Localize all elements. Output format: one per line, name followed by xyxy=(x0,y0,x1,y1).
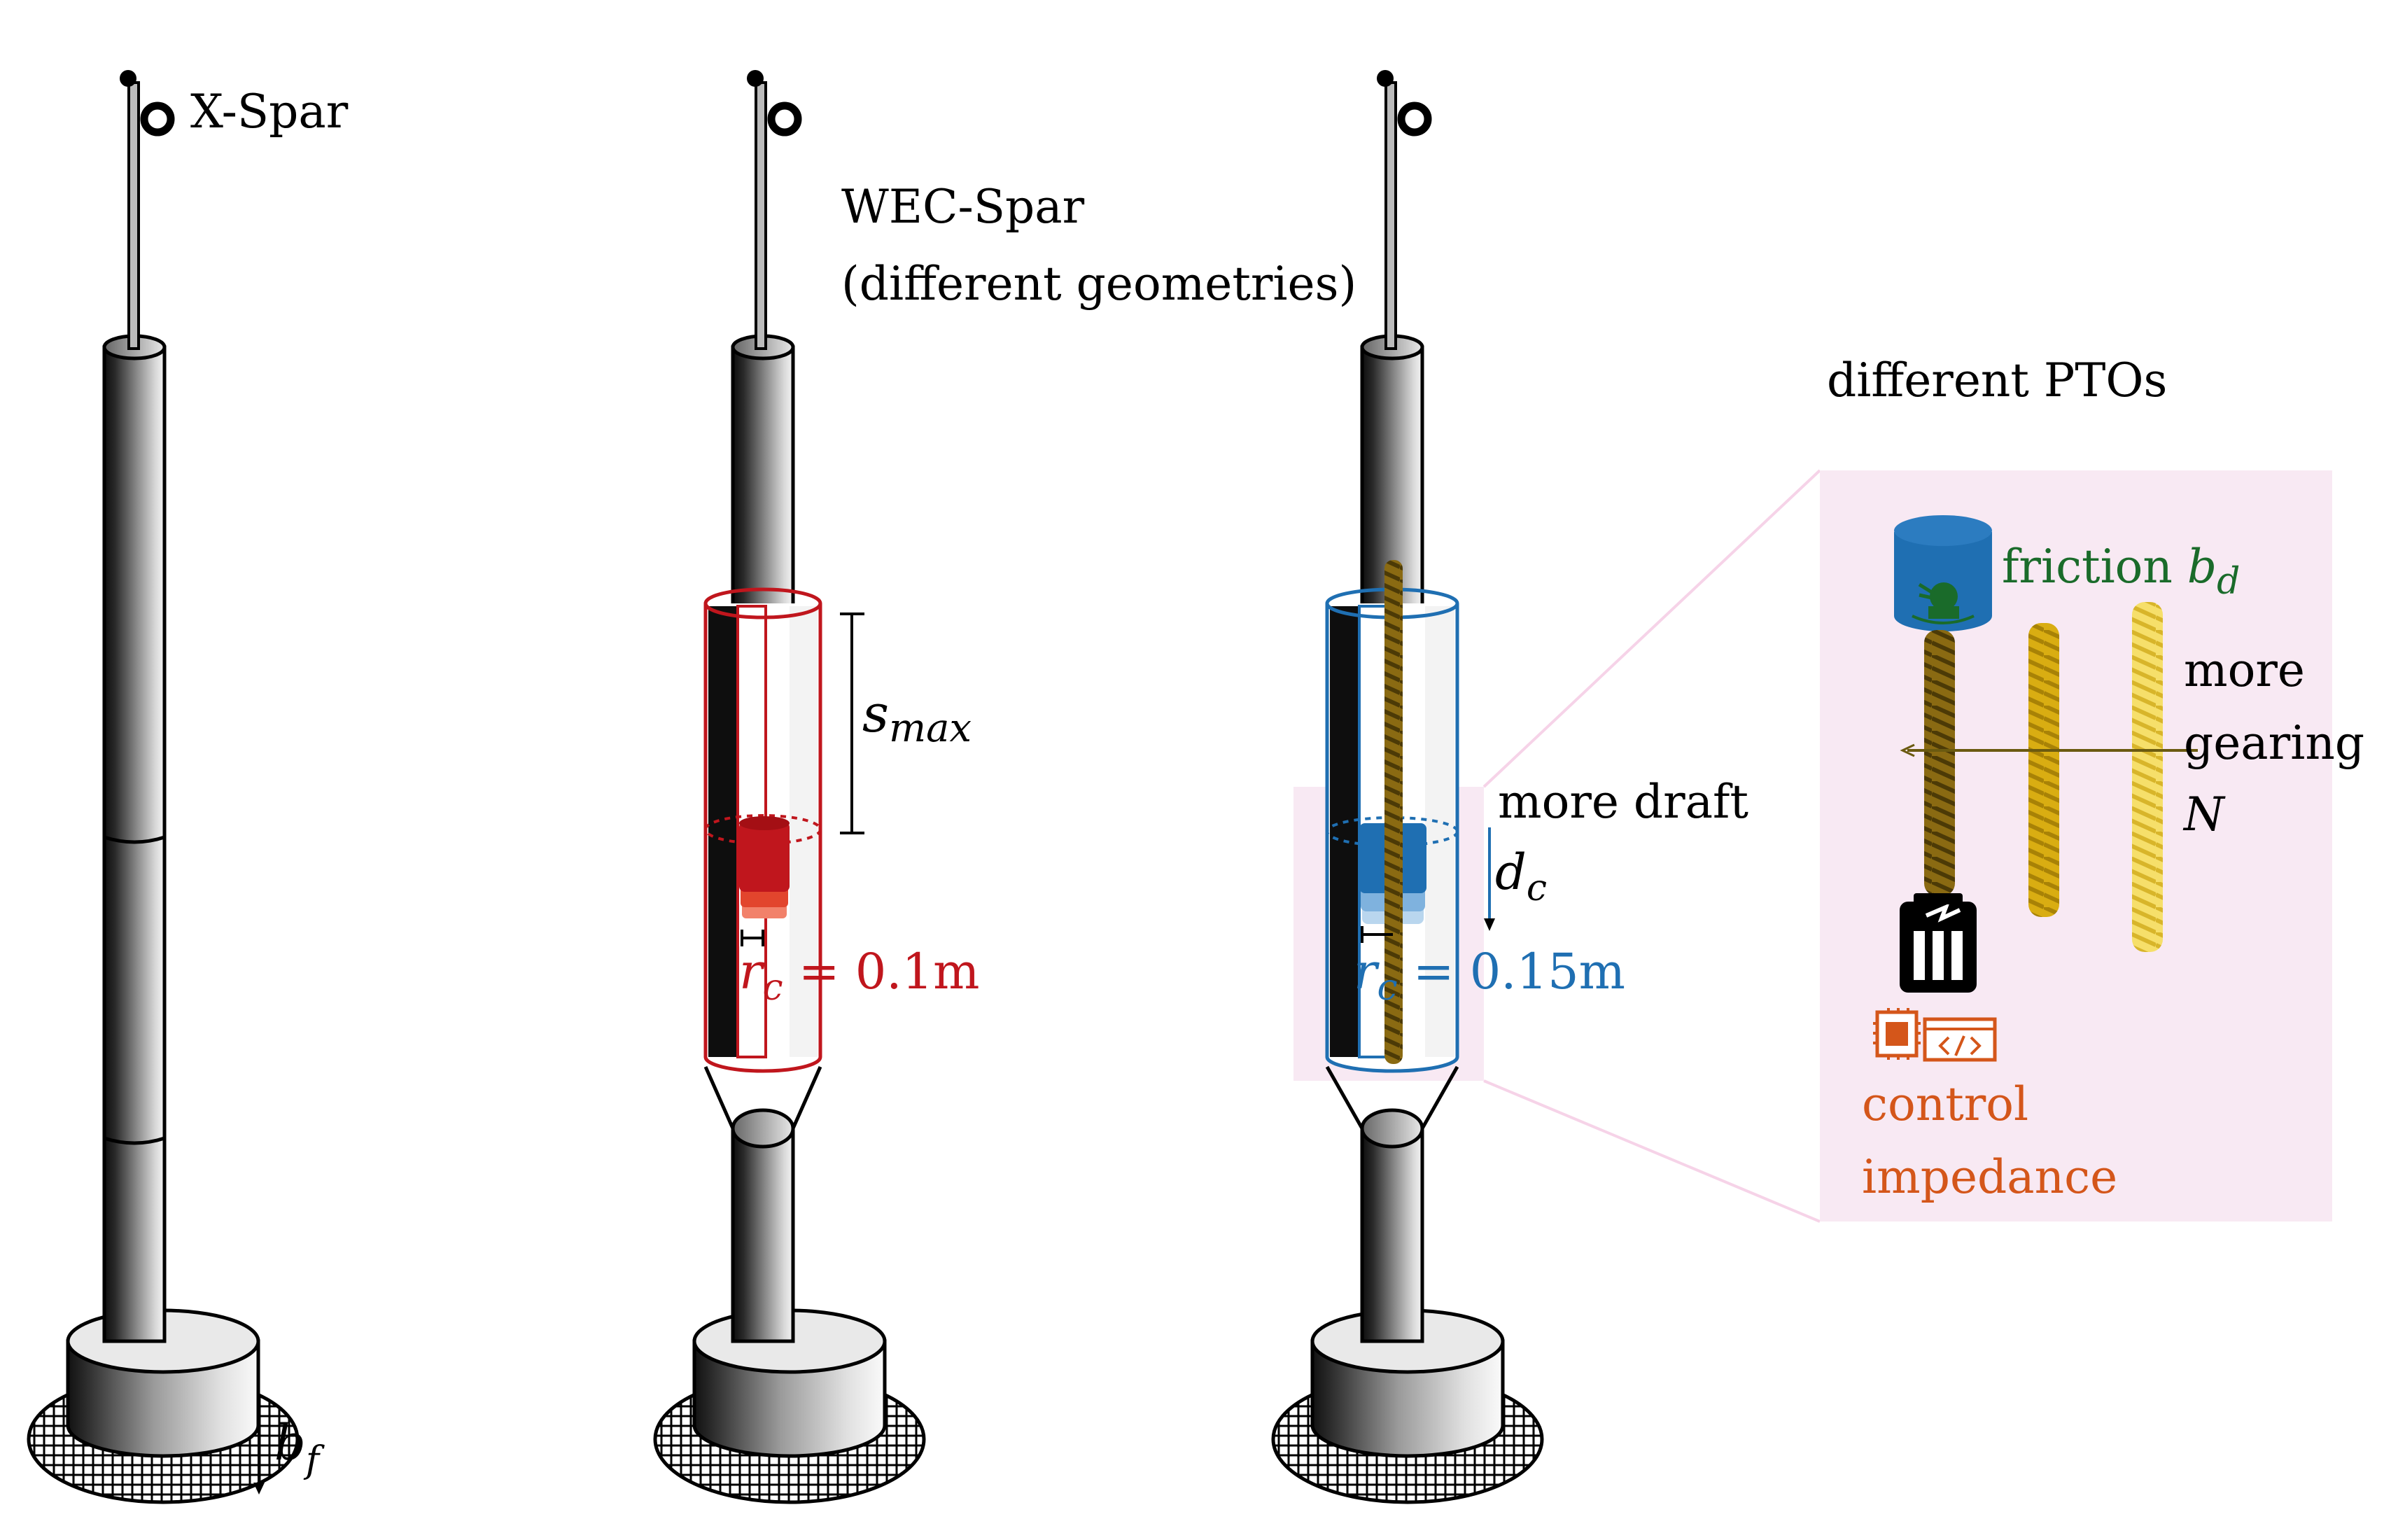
pto-panel xyxy=(1482,469,2332,1223)
friction-label: friction bd xyxy=(2002,540,2240,603)
gearing-line3: N xyxy=(2182,788,2226,841)
control-line1: control xyxy=(1862,1077,2028,1131)
wec-spar-red xyxy=(653,70,926,1504)
gearing-line1: more xyxy=(2184,643,2305,697)
rope-mid xyxy=(2028,623,2059,917)
piston xyxy=(739,822,790,892)
rope-light xyxy=(2132,602,2163,952)
main-column xyxy=(102,345,167,1343)
wec-housing-red xyxy=(703,587,822,1073)
controller-chip-icon xyxy=(1873,1008,1997,1062)
ptos-label: different PTOs xyxy=(1827,354,2167,407)
base-cylinder xyxy=(66,1339,260,1458)
smax-label: smax xyxy=(862,684,972,751)
wec-label-line2: (different geometries) xyxy=(841,257,1356,311)
xspar-label: X-Spar xyxy=(190,85,349,139)
bf-label: bf xyxy=(274,1414,325,1481)
wec-housing-blue xyxy=(1325,560,1459,1073)
control-line2: impedance xyxy=(1862,1150,2117,1204)
x-spar xyxy=(27,70,300,1504)
wec-spar-blue xyxy=(1271,70,1544,1504)
generator-icon xyxy=(1900,893,1977,993)
smax-bracket xyxy=(840,612,864,834)
mast-tip xyxy=(120,70,136,87)
mast xyxy=(127,81,140,350)
motor-icon xyxy=(1894,515,1992,631)
rc-red-label: rc = 0.1m xyxy=(739,943,979,1009)
rope-dark xyxy=(1924,630,1955,896)
rope-icon xyxy=(1384,560,1403,1064)
rc-blue-label: rc = 0.15m xyxy=(1354,943,1625,1009)
wec-label-line1: WEC-Spar xyxy=(841,180,1085,234)
sensor-ring-icon xyxy=(140,102,175,136)
more-draft-label: more draft xyxy=(1498,775,1748,829)
dc-label: dc xyxy=(1495,844,1547,909)
gearing-line2: gearing xyxy=(2184,716,2364,770)
